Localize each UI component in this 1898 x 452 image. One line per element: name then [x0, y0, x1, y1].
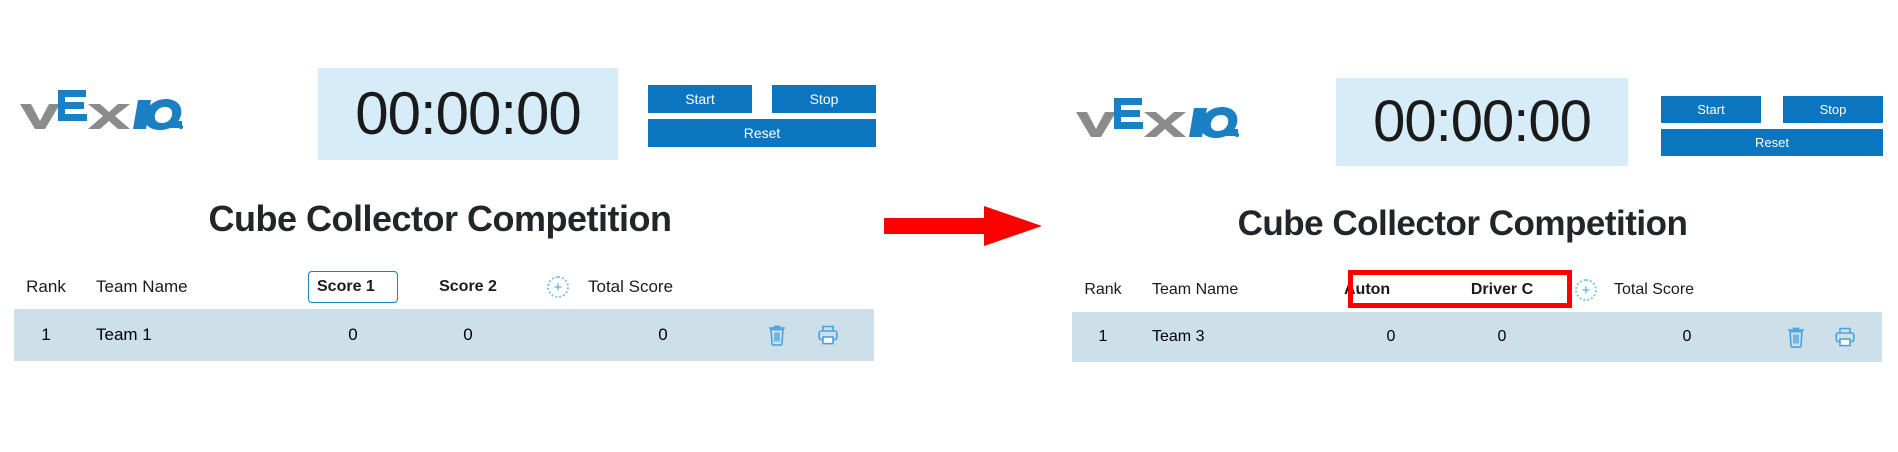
cell-total-score: 0	[658, 325, 668, 344]
header-score1-wrap: Score 1	[298, 271, 408, 303]
add-column-icon[interactable]: +	[1575, 279, 1597, 301]
cell-score1[interactable]: 0	[348, 325, 358, 344]
cell-rank: 1	[1098, 328, 1108, 345]
trash-icon[interactable]	[767, 324, 787, 346]
scoreboard-table: Rank Team Name Auton Driver C + Total Sc…	[1072, 268, 1882, 362]
reset-button[interactable]: Reset	[648, 119, 876, 147]
cell-actions	[738, 324, 868, 346]
vex-iq-logo	[14, 88, 184, 130]
match-timer-display: 00:00:00	[318, 68, 618, 160]
plus-glyph: +	[1581, 281, 1591, 299]
header-score1[interactable]: Auton	[1344, 281, 1391, 298]
match-timer-display: 00:00:00	[1336, 78, 1628, 166]
timer-controls: Start Stop Reset	[1661, 96, 1883, 156]
table-row[interactable]: 1 Team 1 0 0 0	[14, 309, 874, 361]
cell-team-name[interactable]: Team 3	[1152, 328, 1205, 345]
start-button[interactable]: Start	[648, 85, 752, 113]
cell-score1[interactable]: 0	[1386, 328, 1396, 345]
print-icon[interactable]	[817, 324, 839, 346]
header-rank: Rank	[1084, 281, 1122, 298]
print-icon[interactable]	[1834, 326, 1856, 348]
cell-score2[interactable]: 0	[463, 325, 473, 344]
add-column-button-wrap: +	[1558, 279, 1614, 301]
cell-team-name[interactable]: Team 1	[96, 325, 152, 344]
add-column-icon[interactable]: +	[547, 276, 569, 298]
timer-value: 00:00:00	[355, 80, 582, 147]
cell-total-score: 0	[1682, 328, 1692, 345]
header-total-score: Total Score	[1614, 281, 1695, 298]
page-title: Cube Collector Competition	[208, 198, 673, 239]
cell-score2[interactable]: 0	[1497, 328, 1507, 345]
start-button[interactable]: Start	[1661, 96, 1761, 123]
header-score2[interactable]: Score 2	[439, 278, 497, 295]
stop-button[interactable]: Stop	[772, 85, 876, 113]
scoreboard-table: Rank Team Name Score 1 Score 2 + Total S…	[14, 265, 874, 361]
plus-glyph: +	[553, 278, 563, 296]
cell-actions	[1760, 326, 1882, 348]
stop-button[interactable]: Stop	[1783, 96, 1883, 123]
table-header-row: Rank Team Name Score 1 Score 2 + Total S…	[14, 265, 874, 309]
timer-controls: Start Stop Reset	[648, 85, 876, 147]
add-column-button-wrap: +	[528, 276, 588, 298]
header-team-name: Team Name	[1152, 281, 1239, 298]
trash-icon[interactable]	[1786, 326, 1806, 348]
header-team-name: Team Name	[96, 277, 188, 296]
table-row[interactable]: 1 Team 3 0 0 0	[1072, 312, 1882, 362]
cell-rank: 1	[41, 325, 51, 344]
header-rank: Rank	[26, 277, 66, 296]
panel-after: 00:00:00 Start Stop Reset Cube Collector…	[1040, 0, 1898, 452]
page-title: Cube Collector Competition	[1237, 204, 1688, 243]
header-score1-label: Score 1	[317, 278, 375, 295]
header-score1[interactable]: Score 1	[308, 271, 398, 303]
table-header-row: Rank Team Name Auton Driver C + Total Sc…	[1072, 268, 1882, 312]
header-total-score: Total Score	[588, 277, 674, 296]
timer-value: 00:00:00	[1373, 89, 1592, 154]
reset-button[interactable]: Reset	[1661, 129, 1883, 156]
panel-before: 00:00:00 Start Stop Reset Cube Collector…	[0, 0, 900, 452]
header-score2[interactable]: Driver C	[1470, 281, 1534, 298]
transition-arrow	[884, 203, 1044, 249]
vex-iq-logo	[1070, 96, 1240, 138]
